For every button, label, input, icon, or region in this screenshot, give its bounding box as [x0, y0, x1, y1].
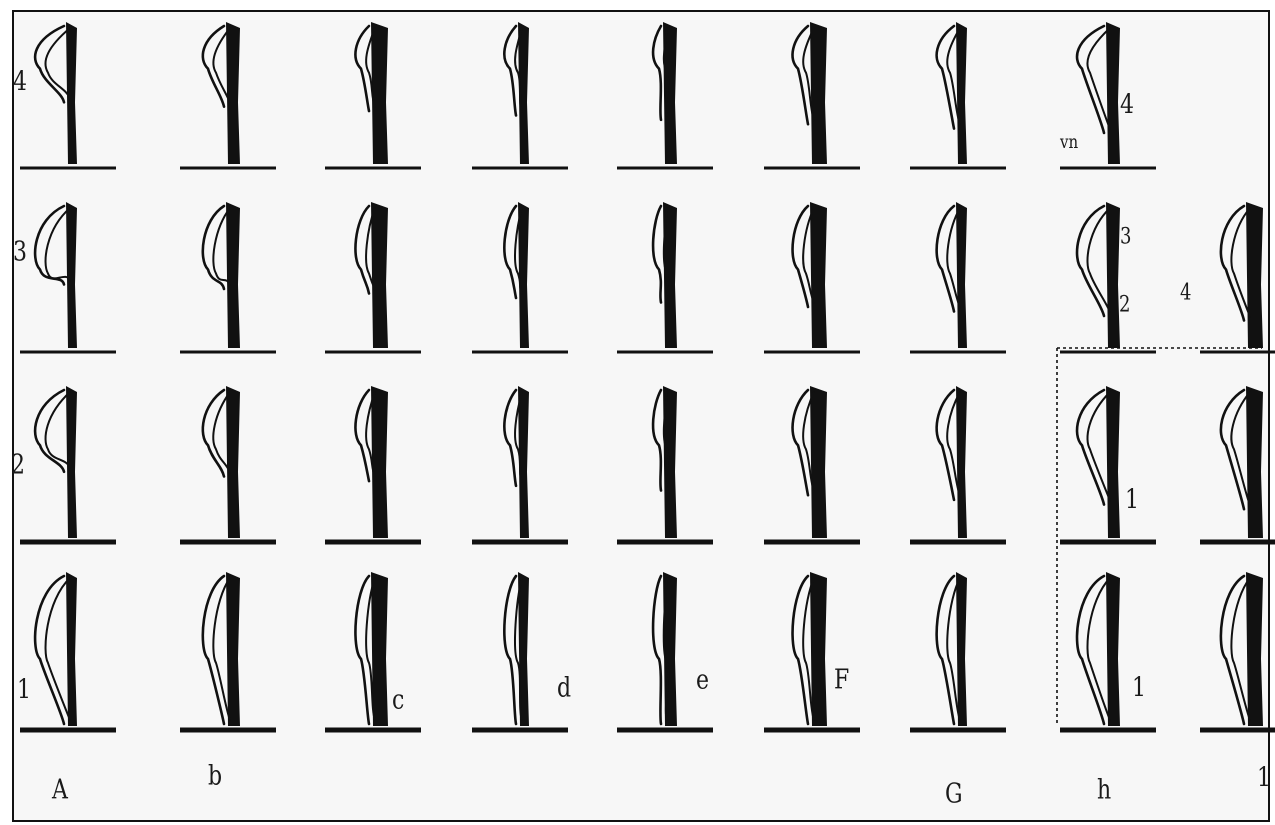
panel-a2-standing-leg [66, 386, 77, 538]
panel-a1-standing-leg [66, 572, 77, 726]
panel-f4-standing-leg [810, 22, 827, 164]
panel-f2-moving-leg [793, 390, 808, 495]
panel-e2-moving-leg [653, 390, 661, 491]
panel-f3-moving-leg [793, 206, 808, 307]
panel-a1-moving-leg-inner [46, 578, 70, 720]
panel-g4-standing-leg [956, 22, 967, 164]
inline-label-h2-row3: 4 [1180, 282, 1191, 305]
panel-b4-standing-leg [226, 22, 240, 164]
panel-h2-moving-leg [1077, 390, 1104, 505]
panel-h4-standing-leg [1106, 22, 1120, 164]
inline-label-h-row3-lower: 2 [1119, 294, 1130, 317]
panel-e3-moving-leg [653, 206, 661, 303]
column-label-e: e [696, 667, 709, 695]
panel-c3-standing-leg [371, 202, 388, 348]
column-label-g: G [945, 781, 963, 809]
panel-h2-standing-leg [1106, 386, 1120, 538]
panel-f2-standing-leg [810, 386, 827, 538]
panel-i3-standing-leg [1246, 202, 1263, 348]
panel-f3-standing-leg [810, 202, 827, 348]
panel-i2-standing-leg [1246, 386, 1263, 538]
panel-a3-standing-leg [66, 202, 77, 348]
panel-b3-standing-leg [226, 202, 240, 348]
panel-g3-moving-leg [937, 206, 954, 312]
panel-f1-standing-leg [810, 572, 827, 726]
panel-f1-moving-leg [793, 576, 808, 724]
panel-g2-standing-leg [956, 386, 967, 538]
inline-label-h-row1: 1 [1132, 675, 1146, 703]
row-label-4: 4 [13, 69, 27, 97]
inline-label-h-row4-left: vn [1060, 133, 1078, 152]
panel-c2-standing-leg [371, 386, 388, 538]
panel-h1-moving-leg [1077, 576, 1104, 724]
panel-c4-standing-leg [371, 22, 388, 164]
row-label-2: 2 [11, 452, 25, 480]
column-label-f: F [834, 667, 849, 695]
panel-d3-standing-leg [518, 202, 529, 348]
panel-e4-moving-leg [653, 26, 661, 120]
panel-a1-moving-leg [35, 576, 64, 724]
inline-label-h-row2: 1 [1125, 487, 1139, 515]
panel-h4-moving-leg [1077, 26, 1104, 133]
column-label-h: h [1097, 777, 1111, 805]
column-label-a: A [52, 777, 68, 805]
panel-g2-moving-leg [937, 390, 954, 500]
row-label-1: 1 [17, 677, 31, 705]
panel-d4-moving-leg [504, 26, 516, 115]
column-label-d: d [557, 675, 571, 703]
inline-label-h-row3-upper: 3 [1120, 226, 1131, 249]
panel-g3-standing-leg [956, 202, 967, 348]
panel-h1-standing-leg [1106, 572, 1120, 726]
panel-h3-standing-leg [1106, 202, 1120, 348]
panel-g1-standing-leg [956, 572, 967, 726]
row-label-3: 3 [13, 239, 27, 267]
panel-g1-moving-leg [937, 576, 954, 724]
panel-d1-moving-leg [504, 576, 516, 724]
panel-b2-standing-leg [226, 386, 240, 538]
inline-label-h-row4: 4 [1120, 92, 1134, 120]
panel-h3-moving-leg [1077, 206, 1104, 316]
column-label-c: c [392, 687, 404, 715]
panel-b1-standing-leg [226, 572, 240, 726]
panel-i1-standing-leg [1246, 572, 1263, 726]
column-label-i: 1 [1257, 765, 1271, 793]
column-label-b: b [208, 763, 222, 791]
panel-e1-moving-leg [653, 576, 661, 724]
